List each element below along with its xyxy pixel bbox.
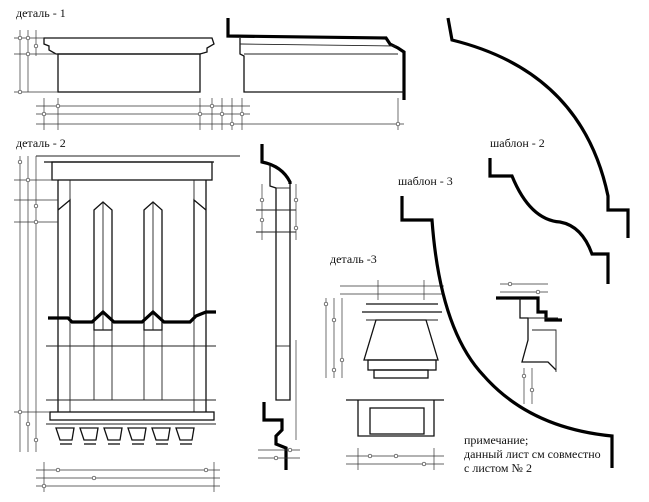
label-detail-3: деталь -3 <box>330 252 377 266</box>
template-3-curve <box>400 196 614 468</box>
template-2-curve <box>488 158 610 284</box>
label-detail-1: деталь - 1 <box>16 6 66 20</box>
detail-2-profile <box>256 144 300 470</box>
detail-1-dimensions <box>36 98 404 130</box>
note-line-2: данный лист см совместно <box>464 447 601 461</box>
label-template-3: шаблон - 3 <box>398 174 453 188</box>
detail-3-elevation <box>323 280 444 470</box>
detail-1-elevation <box>14 30 215 95</box>
note-line-1: примечание; <box>464 433 528 447</box>
label-detail-2: деталь - 2 <box>16 136 66 150</box>
note-block: примечание; данный лист см совместно с л… <box>464 433 601 475</box>
detail-1-profile <box>226 18 406 100</box>
note-line-3: с листом № 2 <box>464 461 532 475</box>
detail-2-elevation <box>14 155 240 492</box>
template-1-curve <box>446 17 630 238</box>
detail-3-profile <box>496 281 562 404</box>
label-template-2: шаблон - 2 <box>490 136 545 150</box>
